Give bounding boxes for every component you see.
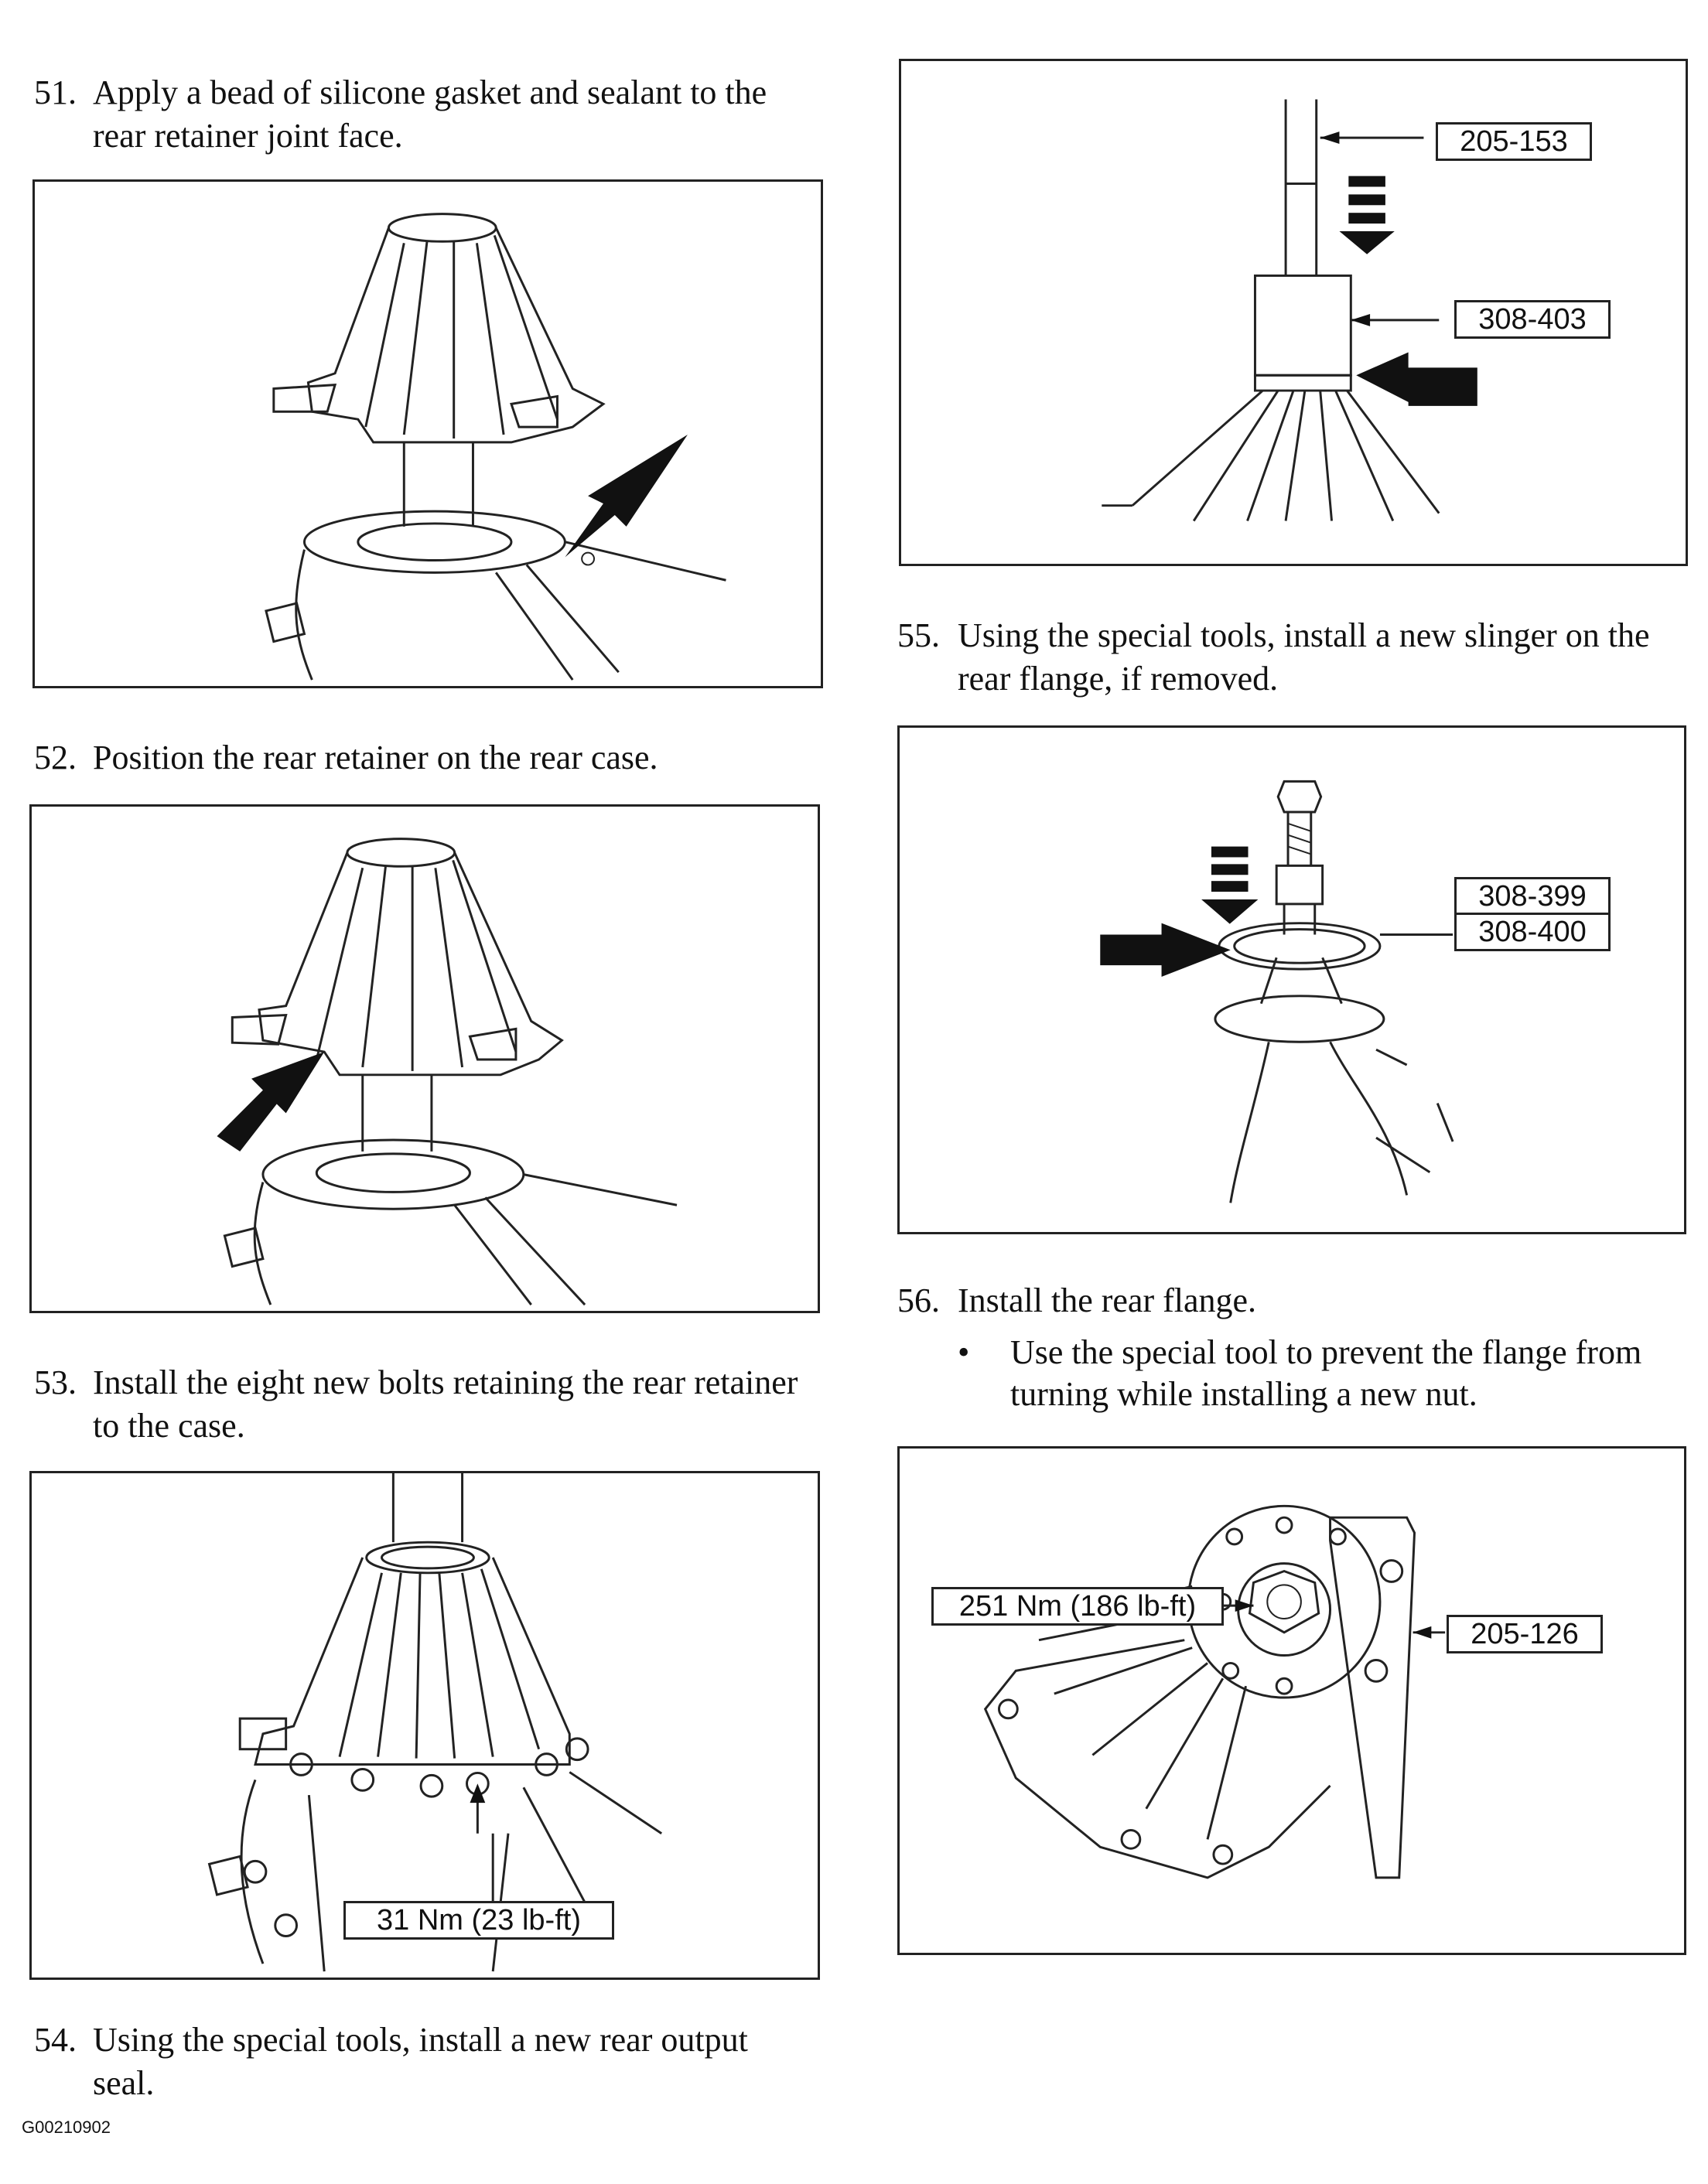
step-number: 52.	[34, 739, 77, 776]
document-code: G00210902	[22, 2117, 111, 2137]
step-51: 51. Apply a bead of silicone gasket and …	[34, 71, 808, 158]
tool-205-153-callout: 205-153	[1436, 122, 1592, 161]
step-number: 56.	[897, 1281, 940, 1319]
step-text: Install the eight new bolts retaining th…	[93, 1363, 798, 1445]
torque-callout-bolts: 31 Nm (23 lb-ft)	[343, 1901, 614, 1940]
bullet-item: • Use the special tool to prevent the fl…	[958, 1332, 1685, 1415]
retainer-bolts-illustration	[207, 1473, 663, 1972]
step-number: 51.	[34, 73, 77, 111]
step-55: 55. Using the special tools, install a n…	[897, 614, 1686, 701]
tool-308-403-callout: 308-403	[1454, 300, 1611, 339]
retainer-position-illustration	[217, 838, 678, 1306]
step-text: Position the rear retainer on the rear c…	[93, 739, 658, 776]
torque-callout-nut: 251 Nm (186 lb-ft)	[931, 1587, 1224, 1626]
step-text: Using the special tools, install a new s…	[958, 616, 1650, 698]
bullet-text: Use the special tool to prevent the flan…	[1010, 1333, 1642, 1413]
step-text: Install the rear flange.	[958, 1281, 1257, 1319]
step-53: 53. Install the eight new bolts retainin…	[34, 1361, 808, 1448]
tool-205-126-callout: 205-126	[1447, 1615, 1603, 1653]
flange-nut-install-illustration	[983, 1504, 1446, 1879]
step-text: Using the special tools, install a new r…	[93, 2021, 748, 2102]
step-text: Apply a bead of silicone gasket and seal…	[93, 73, 767, 155]
figure-step-53	[29, 1471, 820, 1980]
figure-step-51	[32, 179, 823, 688]
bullet-mark: •	[958, 1333, 970, 1371]
step-56: 56. Install the rear flange.	[897, 1279, 1686, 1322]
retainer-sealant-illustration	[265, 213, 726, 681]
step-52: 52. Position the rear retainer on the re…	[34, 736, 808, 780]
step-number: 53.	[34, 1363, 77, 1401]
tool-308-399-callout: 308-399	[1454, 877, 1611, 916]
step-number: 55.	[897, 616, 940, 654]
tool-308-400-callout: 308-400	[1454, 913, 1611, 951]
step-54: 54. Using the special tools, install a n…	[34, 2018, 808, 2105]
step-number: 54.	[34, 2021, 77, 2059]
figure-step-56	[897, 1446, 1686, 1955]
slinger-install-illustration	[1100, 780, 1454, 1203]
output-seal-install-illustration	[1102, 99, 1477, 522]
figure-step-52	[29, 804, 820, 1313]
figure-step-55	[897, 725, 1686, 1234]
